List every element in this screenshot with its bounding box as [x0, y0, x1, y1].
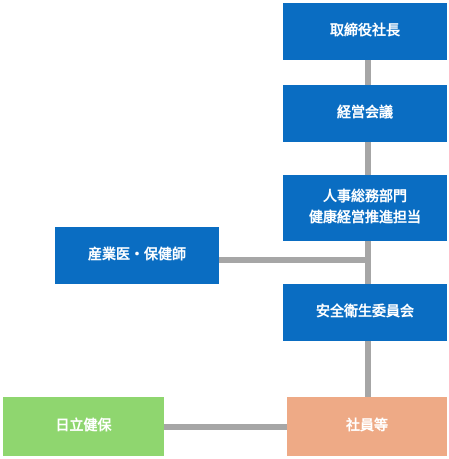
connector-physician-horizontal: [218, 257, 371, 263]
hr-department-label-line2: 健康経営推進担当: [309, 210, 421, 226]
management-council-label: 経営会議: [337, 105, 393, 121]
safety-committee-box: 安全衛生委員会: [283, 284, 447, 341]
management-council-box: 経営会議: [283, 85, 447, 142]
health-insurance-box: 日立健保: [3, 397, 164, 456]
hr-department-label-line1: 人事総務部門: [323, 189, 407, 205]
employees-box: 社員等: [287, 397, 447, 456]
safety-committee-label: 安全衛生委員会: [316, 304, 414, 320]
president-box: 取締役社長: [283, 3, 447, 60]
employees-label: 社員等: [346, 418, 388, 434]
hr-department-box: 人事総務部門 健康経営推進担当: [283, 175, 447, 241]
industrial-physician-label: 産業医・保健師: [88, 247, 186, 263]
president-label: 取締役社長: [330, 23, 400, 39]
connector-insurance-horizontal: [164, 424, 288, 430]
industrial-physician-box: 産業医・保健師: [55, 227, 219, 284]
health-insurance-label: 日立健保: [55, 418, 112, 434]
